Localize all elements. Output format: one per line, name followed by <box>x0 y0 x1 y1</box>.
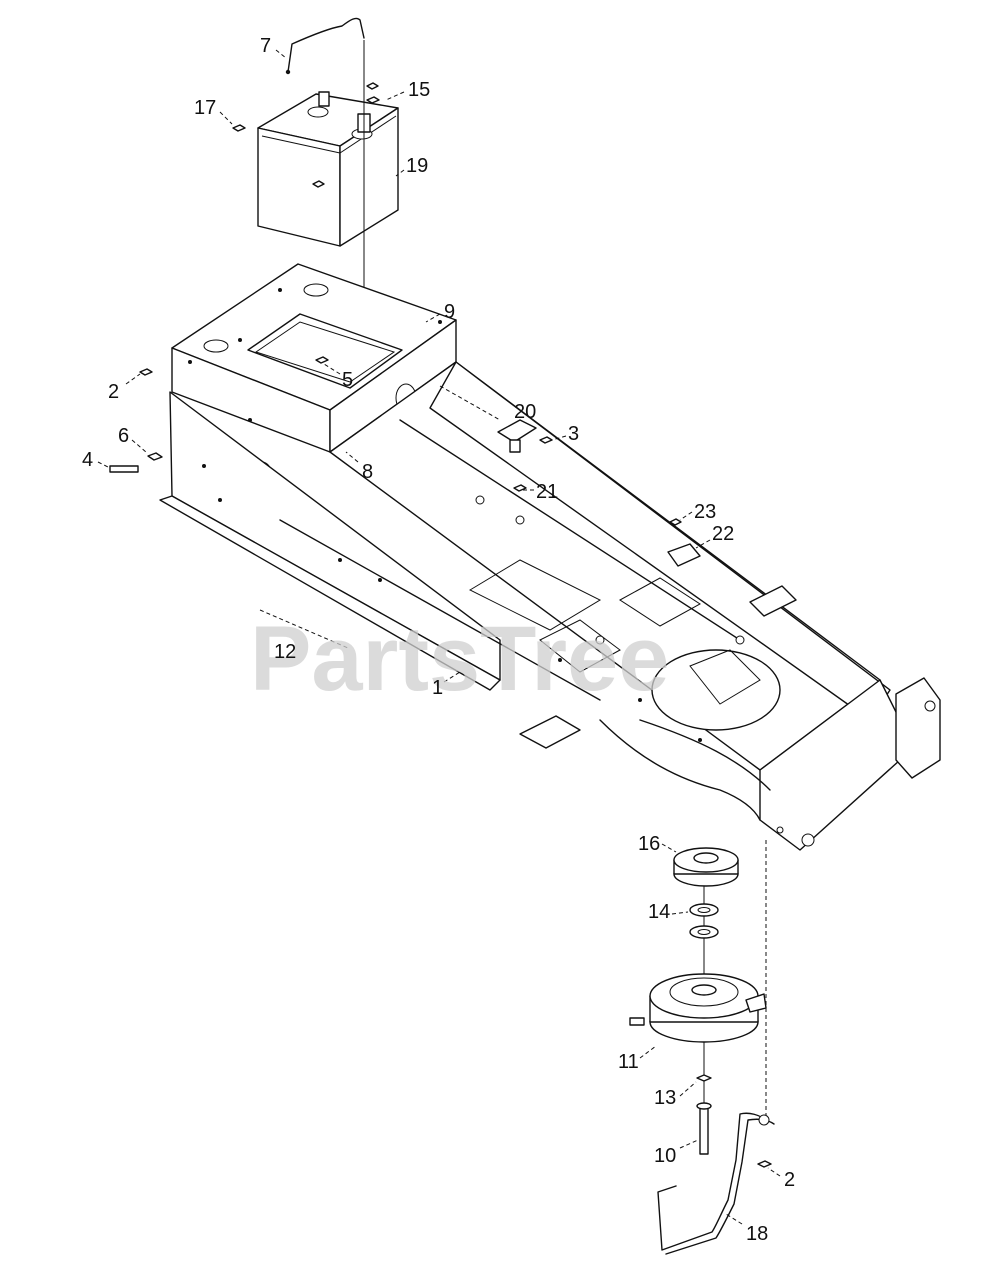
callout-9: 9 <box>444 301 455 323</box>
callout-14: 14 <box>648 901 670 923</box>
callout-labels: 7 15 17 19 9 2 5 6 4 8 20 3 21 23 22 12 … <box>82 35 795 1245</box>
battery <box>257 91 399 247</box>
watermark: PartsTree <box>250 608 669 710</box>
bracket-20 <box>497 419 537 453</box>
callout-5: 5 <box>342 369 353 391</box>
callout-7: 7 <box>260 35 271 57</box>
callout-19: 19 <box>406 155 428 177</box>
leader-lines <box>97 49 781 1225</box>
bolt-10 <box>696 1102 712 1155</box>
callout-10: 10 <box>654 1145 676 1167</box>
linkage-rod-18 <box>657 1112 775 1255</box>
callout-15: 15 <box>408 79 430 101</box>
pto-clutch-11 <box>629 973 767 1043</box>
nut-13 <box>696 1074 712 1082</box>
callout-22: 22 <box>712 523 734 545</box>
callout-18: 18 <box>746 1223 768 1245</box>
battery-hardware <box>232 82 380 188</box>
callout-2-upper: 2 <box>108 381 119 403</box>
callout-1: 1 <box>432 677 443 699</box>
main-frame <box>159 361 941 851</box>
callout-20: 20 <box>514 401 536 423</box>
battery-cable <box>285 17 365 75</box>
callout-11: 11 <box>618 1051 639 1073</box>
callout-4: 4 <box>82 449 93 471</box>
cable-tie-12 <box>259 609 349 649</box>
callout-2-lower: 2 <box>784 1169 795 1191</box>
callout-23: 23 <box>694 501 716 523</box>
callout-17: 17 <box>194 97 216 119</box>
callout-6: 6 <box>118 425 129 447</box>
leader-20 <box>439 385 501 421</box>
bolt-2-lower <box>757 1160 772 1168</box>
fasteners <box>109 356 682 526</box>
callout-16: 16 <box>638 833 660 855</box>
pulley-16 <box>673 847 739 887</box>
bracket-22 <box>667 543 701 567</box>
washer-14 <box>689 903 719 939</box>
callout-12: 12 <box>274 641 296 663</box>
callout-8: 8 <box>362 461 373 483</box>
callout-13: 13 <box>654 1087 676 1109</box>
callout-21: 21 <box>536 481 558 503</box>
callout-3: 3 <box>568 423 579 445</box>
